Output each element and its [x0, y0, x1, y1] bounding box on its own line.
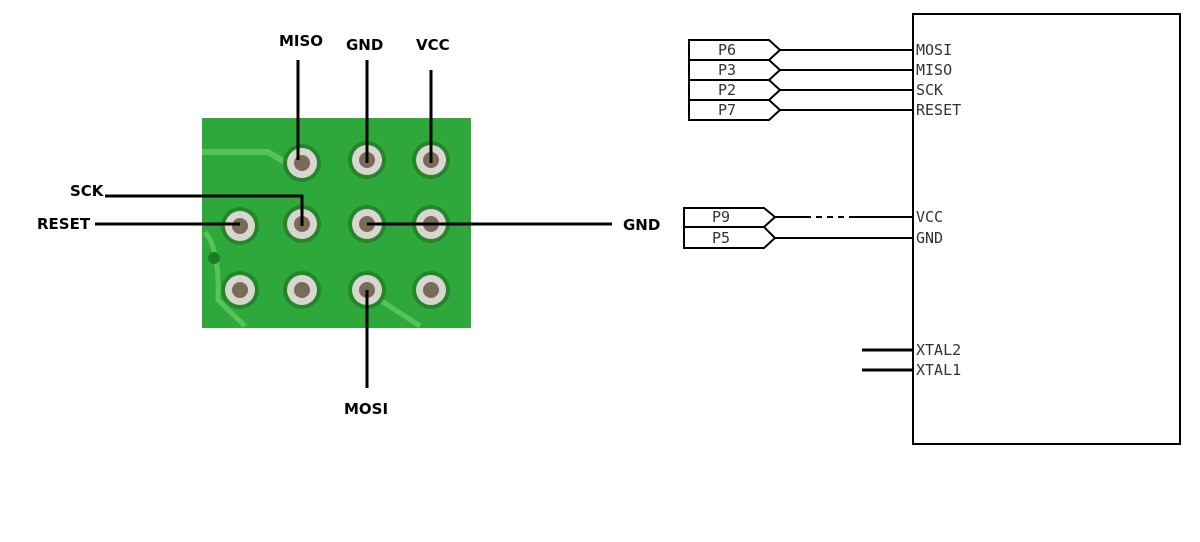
- pin-label-vcc: VCC: [916, 208, 943, 226]
- net-label-p3: P3: [718, 61, 736, 79]
- net-flag-p9: P9 VCC: [683, 207, 943, 228]
- pad: [221, 271, 259, 309]
- label-gnd-right: GND: [623, 216, 660, 234]
- via: [208, 252, 220, 264]
- xtal1-pin: XTAL1: [862, 361, 961, 379]
- net-flag-p2: P2 SCK: [688, 79, 943, 101]
- pcb-trace: [202, 149, 292, 168]
- net-flag-p7: P7 RESET: [688, 99, 961, 121]
- net-label-p6: P6: [718, 41, 736, 59]
- net-flag-p3: P3 MISO: [688, 59, 952, 81]
- pad: [221, 207, 259, 245]
- label-mosi: MOSI: [344, 400, 388, 418]
- pin-label-xtal2: XTAL2: [916, 341, 961, 359]
- net-flag-p6: P6 MOSI: [688, 39, 952, 61]
- pin-label-reset: RESET: [916, 101, 961, 119]
- label-sck: SCK: [70, 182, 105, 200]
- pin-label-xtal1: XTAL1: [916, 361, 961, 379]
- pin-leader-lines: [95, 60, 612, 388]
- net-label-p2: P2: [718, 81, 736, 99]
- net-label-p7: P7: [718, 101, 736, 119]
- net-label-p5: P5: [712, 229, 730, 247]
- label-miso: MISO: [279, 32, 323, 50]
- xtal2-pin: XTAL2: [862, 341, 961, 359]
- ic-body: [912, 13, 1181, 445]
- net-flag-p5: P5 GND: [683, 226, 943, 249]
- label-reset: RESET: [37, 215, 91, 233]
- pcb-trace: [378, 297, 422, 329]
- pad: [283, 271, 321, 309]
- leader-sck: [105, 194, 304, 226]
- pin-label-gnd: GND: [916, 229, 943, 247]
- pin-label-miso: MISO: [916, 61, 952, 79]
- pad: [283, 144, 321, 182]
- pin-label-sck: SCK: [916, 81, 943, 99]
- label-gnd-top: GND: [346, 36, 383, 54]
- label-vcc: VCC: [416, 36, 450, 54]
- pin-label-mosi: MOSI: [916, 41, 952, 59]
- pad: [412, 271, 450, 309]
- net-label-p9: P9: [712, 208, 730, 226]
